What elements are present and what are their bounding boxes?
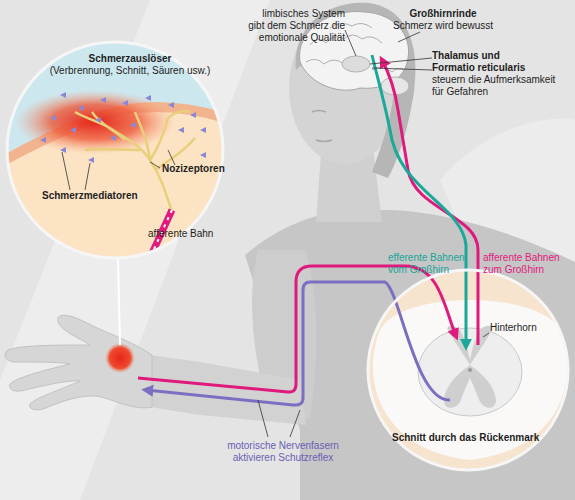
mediator-triangles: [40, 92, 206, 163]
annotation-text: Großhirnrinde: [388, 8, 498, 20]
circle-border: [368, 270, 568, 470]
node-text: afferente Bahn: [148, 228, 228, 240]
thalamus: [342, 56, 370, 72]
node-text: (Verbrennung, Schnitt, Säuren usw.): [30, 65, 230, 77]
leader-line: [483, 333, 489, 337]
annotation-text: Schmerz wird bewusst: [388, 20, 498, 32]
node-text: Nozizeptoren: [162, 163, 232, 175]
node-text: efferente Bahnen vom Großhirn: [388, 252, 476, 276]
gray-matter: [444, 326, 496, 408]
node-text: afferente Bahnen zum Großhirn: [483, 252, 571, 276]
annotation-text: motorische Nervenfasern aktivieren Schut…: [222, 440, 344, 464]
central-canal: [468, 368, 472, 372]
hand: [5, 315, 152, 410]
leader-lines: [258, 30, 432, 437]
watermark-shape: [0, 0, 270, 500]
spinal-detail: [366, 268, 570, 472]
leader-lines: [62, 150, 175, 190]
node-text: Schnitt durch das Rückenmark: [392, 432, 562, 444]
annotation-text: limbisches System: [237, 8, 345, 20]
node-text: Schmerzmediatoren: [42, 190, 142, 202]
magnified-circle: efferente Bahnen vom Großhirnafferente B…: [366, 268, 570, 472]
descending-pathway: [372, 55, 466, 346]
zoom-leader: [118, 258, 120, 345]
face-features: [312, 111, 332, 142]
node-text: Schmerzauslöser: [40, 53, 220, 65]
node-text: Hinterhorn: [490, 322, 550, 334]
pain-spot: [105, 343, 135, 373]
annotation-text: steuern die Aufmerksamkeit für Gefahren: [432, 74, 564, 98]
afferent-pathway: [138, 266, 456, 392]
annotation-text: Thalamus und Formatio reticularis: [432, 50, 540, 74]
annotation-text: gibt dem Schmerz die emotionale Qualität: [237, 20, 345, 44]
magnified-circle: Schmerzauslöser(Verbrennung, Schnitt, Sä…: [5, 40, 225, 260]
spinal-cord: [418, 328, 522, 416]
motor-pathway: [146, 282, 450, 405]
section-background: [366, 268, 570, 472]
